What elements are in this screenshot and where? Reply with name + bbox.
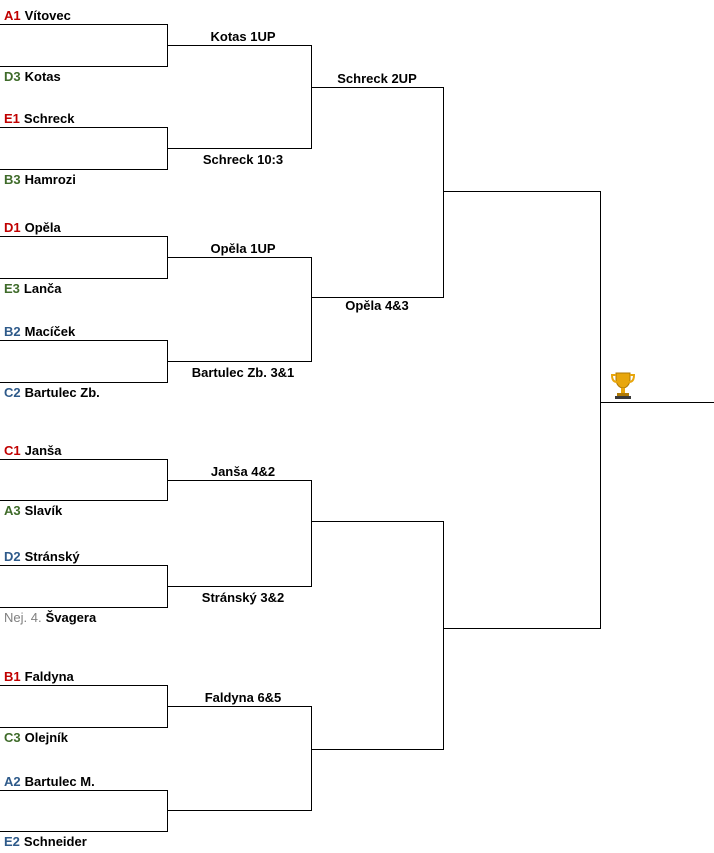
- entrant-seed: B3: [4, 172, 21, 187]
- bracket-line: [0, 169, 167, 170]
- entrant-name: Vítovec: [24, 8, 71, 23]
- bracket-line: [167, 586, 311, 587]
- bracket-line: [0, 66, 167, 67]
- bracket-line: [0, 236, 167, 237]
- entrant-name: Schreck: [23, 111, 75, 126]
- bracket-line: [167, 257, 311, 258]
- bracket-line: [311, 297, 443, 298]
- entrant-name: Slavík: [24, 503, 63, 518]
- entrant-seed: E1: [4, 111, 20, 126]
- entrant-seed: A1: [4, 8, 21, 23]
- entrant-seed: B1: [4, 669, 21, 684]
- bracket-line: [600, 191, 601, 629]
- entrant-seed: E2: [4, 834, 20, 849]
- champion-line: [600, 402, 714, 403]
- entrant-name: Kotas: [24, 69, 61, 84]
- entrant-name: Olejník: [24, 730, 68, 745]
- entrant-seed: A2: [4, 774, 21, 789]
- entrant-name: Janša: [24, 443, 62, 458]
- entrant-name: Faldyna: [24, 669, 74, 684]
- entrant-name: Lanča: [23, 281, 62, 296]
- entrant-name: Macíček: [24, 324, 76, 339]
- bracket-line: [311, 87, 443, 88]
- bracket-line: [0, 127, 167, 128]
- match-result: Schreck 10:3: [202, 152, 284, 167]
- entrant-name: Bartulec Zb.: [24, 385, 100, 400]
- bracket-line: [443, 628, 600, 629]
- entrant-name: Švagera: [45, 610, 97, 625]
- bracket-line: [167, 810, 311, 811]
- entrant-seed: D2: [4, 549, 21, 564]
- entrant-seed: C1: [4, 443, 21, 458]
- bracket-line: [167, 706, 311, 707]
- bracket-line: [0, 565, 167, 566]
- entrant-seed: D3: [4, 69, 21, 84]
- entrant-name: Stránský: [24, 549, 80, 564]
- bracket-line: [0, 685, 167, 686]
- entrant-name: Bartulec M.: [24, 774, 95, 789]
- bracket-line: [0, 278, 167, 279]
- trophy-icon: [610, 372, 636, 399]
- bracket-line: [0, 459, 167, 460]
- match-result: Opěla 4&3: [345, 298, 409, 313]
- bracket-line: [311, 480, 312, 587]
- bracket-line: [167, 45, 311, 46]
- bracket-line: [0, 382, 167, 383]
- entrant-seed: E3: [4, 281, 20, 296]
- entrant-seed: C3: [4, 730, 21, 745]
- match-result: Opěla 1UP: [210, 241, 276, 256]
- match-result: Faldyna 6&5: [204, 690, 282, 705]
- entrant-name: Opěla: [24, 220, 61, 235]
- entrant: Nej. 4.Švagera: [4, 610, 96, 625]
- entrant-seed: Nej. 4.: [4, 610, 42, 625]
- match-result: Schreck 2UP: [337, 71, 417, 86]
- bracket-line: [167, 148, 311, 149]
- bracket-line: [0, 607, 167, 608]
- bracket-line: [0, 727, 167, 728]
- bracket-line: [311, 521, 443, 522]
- entrant-seed: B2: [4, 324, 21, 339]
- bracket-line: [0, 24, 167, 25]
- bracket-line: [0, 831, 167, 832]
- entrant-name: Hamrozi: [24, 172, 76, 187]
- bracket-line: [167, 480, 311, 481]
- bracket-line: [167, 790, 168, 832]
- match-result: Stránský 3&2: [201, 590, 285, 605]
- entrant-seed: C2: [4, 385, 21, 400]
- entrant-seed: D1: [4, 220, 21, 235]
- match-result: Janša 4&2: [210, 464, 276, 479]
- bracket-line: [443, 521, 444, 750]
- bracket-line: [0, 340, 167, 341]
- bracket-line: [311, 257, 312, 362]
- match-result: Bartulec Zb. 3&1: [191, 365, 295, 380]
- bracket-line: [311, 706, 312, 811]
- bracket-line: [443, 87, 444, 298]
- match-result: Kotas 1UP: [210, 29, 276, 44]
- bracket-line: [0, 790, 167, 791]
- entrant-seed: A3: [4, 503, 21, 518]
- bracket-line: [311, 749, 443, 750]
- bracket-line: [0, 500, 167, 501]
- entrant-name: Schneider: [23, 834, 87, 849]
- bracket-line: [311, 45, 312, 149]
- bracket-line: [167, 361, 311, 362]
- bracket-line: [443, 191, 600, 192]
